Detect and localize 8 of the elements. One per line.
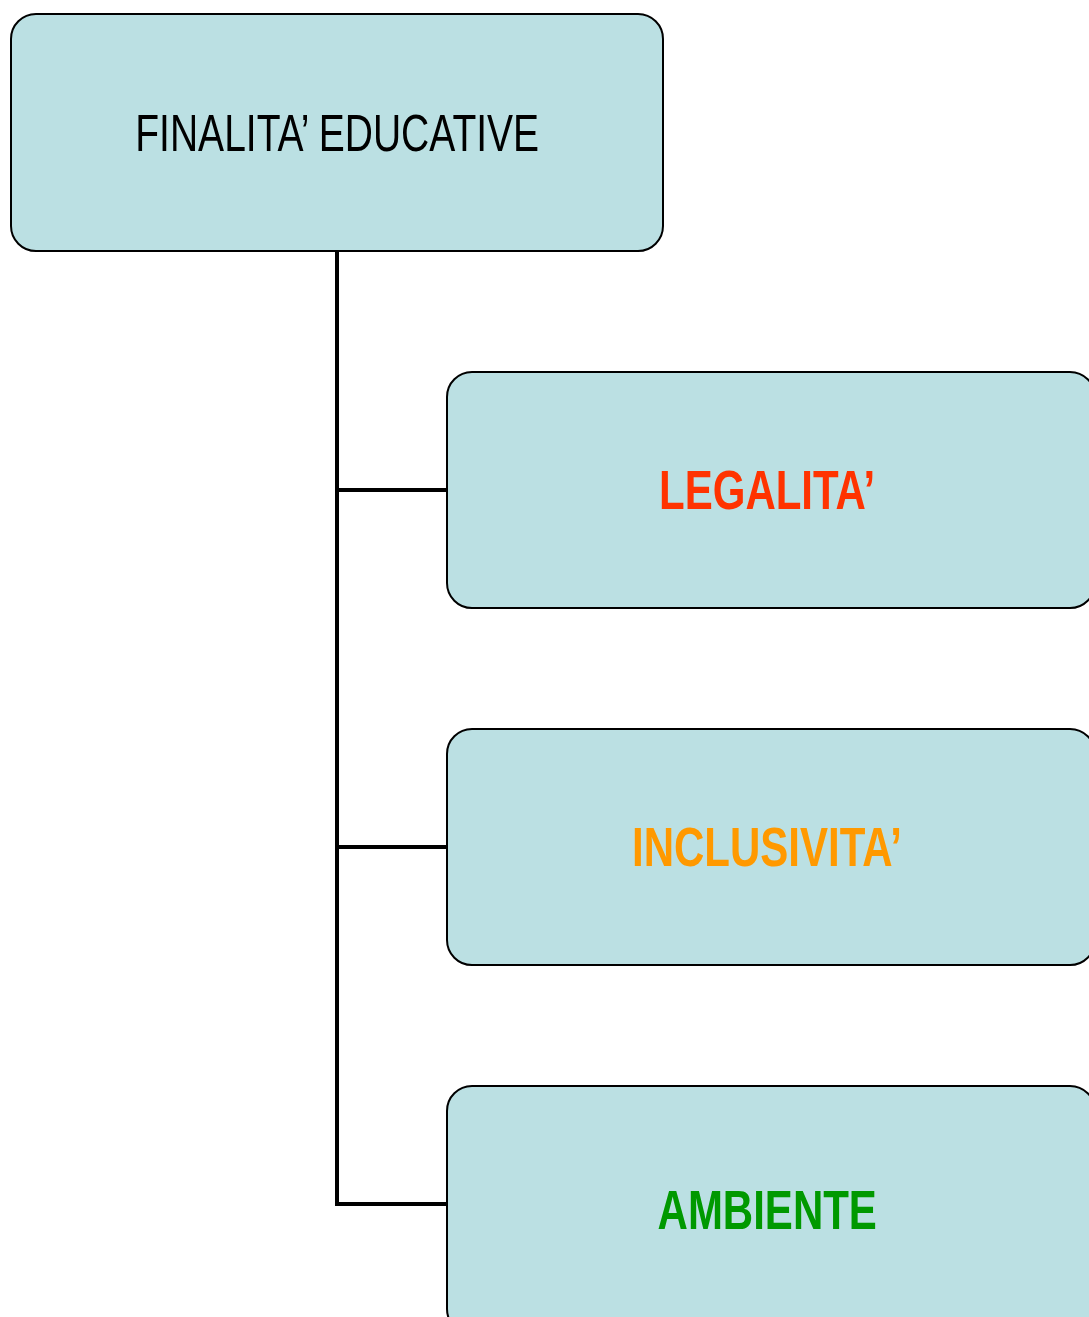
box-label: AMBIENTE [657, 1177, 877, 1243]
rounded-box [446, 371, 1089, 609]
rounded-box [446, 1085, 1089, 1317]
rounded-box [10, 13, 664, 252]
box-label: FINALITA’ EDUCATIVE [135, 102, 539, 164]
box-label: INCLUSIVITA’ [632, 814, 902, 880]
rounded-box [446, 728, 1089, 966]
box-label: LEGALITA’ [658, 457, 876, 523]
